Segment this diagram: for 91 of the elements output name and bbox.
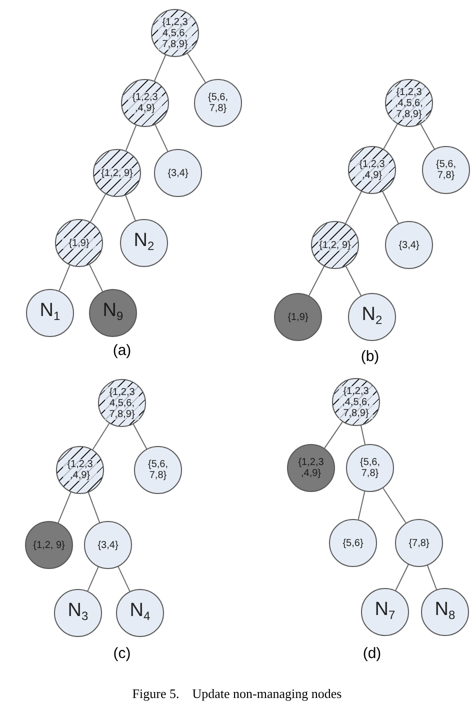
tree-node: [361, 588, 409, 636]
node-label: {3,4}: [96, 540, 120, 550]
panel-label: (d): [362, 645, 382, 662]
connector-line: [358, 490, 366, 520]
node-label: {7,8}: [408, 538, 430, 548]
connector-line: [125, 124, 137, 152]
connector-line: [187, 52, 206, 84]
node-label: N$_{9}$: [102, 300, 124, 324]
tree-node: [348, 293, 396, 341]
hatched-tree-node: [311, 221, 359, 269]
connector-line: [345, 266, 362, 296]
figure-caption: Figure 5. Update non-managing nodes: [132, 686, 342, 702]
node-label: {3,4}: [398, 240, 420, 250]
connector-line: [125, 194, 136, 222]
connector-line: [58, 264, 70, 292]
panel-label: (b): [360, 348, 380, 365]
tree-node: [116, 589, 164, 637]
tree-node: [385, 221, 433, 269]
node-label: {1,2,3 ,4,5,6, 7,8,9}: [392, 86, 426, 120]
node-label: {5,6, 7,8}: [206, 92, 230, 114]
connector-line: [360, 424, 366, 446]
node-label: {1,2, 9}: [318, 240, 352, 250]
hatched-tree-node: [98, 379, 146, 427]
hatched-tree-node: [385, 79, 433, 127]
connector-line: [154, 54, 166, 82]
node-label: {3,4}: [166, 168, 190, 178]
node-label: {1,2,3 4,5,6, 7,8,9}: [158, 16, 192, 50]
hatched-tree-node: [348, 146, 396, 194]
tree-node: [395, 519, 443, 567]
node-label: N$_{2}$: [134, 230, 154, 254]
tree-node: [274, 293, 322, 341]
node-label: {5,6, 7,8}: [146, 459, 170, 481]
connector-line: [383, 124, 398, 150]
connector-line: [88, 492, 100, 524]
tree-node: [84, 521, 132, 569]
node-label: {1,2,3 4,5,6, 7,8,9}: [105, 386, 139, 420]
node-label: {1,2,3 ,4,5,6, 7,8,9}: [339, 386, 373, 418]
tree-node: [422, 146, 470, 194]
tree-node: [346, 444, 394, 492]
tree-node: [26, 289, 74, 337]
tree-node: [287, 444, 335, 492]
hatched-tree-node: [151, 9, 199, 57]
connector-line: [382, 191, 399, 224]
node-label: {1,9}: [62, 238, 96, 248]
hatched-tree-node: [55, 219, 103, 267]
node-label: {1,2,3 ,4,9}: [63, 459, 97, 481]
panel-label: (a): [112, 342, 132, 359]
node-label: N$_{2}$: [362, 304, 382, 328]
node-label: N$_{4}$: [130, 600, 150, 624]
node-label: {1,2, 9}: [32, 540, 66, 550]
connector-line: [132, 424, 148, 450]
connector-line: [395, 564, 409, 591]
tree-node: [54, 589, 102, 637]
node-label: {1,2,3 ,4,9}: [297, 457, 325, 479]
hatched-tree-node: [56, 446, 104, 494]
connector-line: [92, 422, 110, 450]
connector-line: [426, 564, 438, 590]
connector-line: [420, 124, 435, 150]
node-label: N$_{3}$: [68, 600, 88, 624]
panel-label: (c): [113, 645, 131, 662]
connector-line: [324, 421, 343, 449]
hatched-tree-node: [93, 149, 141, 197]
connector-line: [308, 266, 325, 296]
tree-node: [421, 588, 469, 636]
hatched-tree-node: [332, 378, 380, 426]
connector-line: [90, 194, 106, 222]
node-label: {5,6}: [342, 538, 364, 548]
tree-node: [25, 521, 73, 569]
hatched-tree-node: [121, 79, 169, 127]
connector-line: [118, 566, 130, 592]
node-label: {1,2,3 ,4,9}: [128, 92, 162, 114]
node-label: {1,2, 9}: [100, 168, 134, 178]
connector-line: [88, 264, 104, 292]
tree-node: [89, 289, 137, 337]
connector-line: [58, 492, 72, 524]
connector-line: [345, 191, 362, 224]
node-label: {1,9}: [286, 312, 310, 322]
node-label: {1,2,3 ,4,9}: [355, 159, 389, 181]
tree-node: [194, 79, 242, 127]
node-label: N$_{7}$: [374, 600, 396, 624]
node-label: {5,6, 7,8}: [434, 159, 458, 181]
node-label: N$_{8}$: [434, 600, 456, 624]
connector-line: [154, 124, 168, 152]
tree-node: [329, 519, 377, 567]
connector-line: [382, 488, 406, 524]
connector-line: [87, 566, 99, 592]
tree-node: [134, 446, 182, 494]
node-label: {5,6, 7,8}: [358, 457, 382, 479]
tree-node: [120, 219, 168, 267]
tree-node: [154, 149, 202, 197]
node-label: N$_{1}$: [40, 300, 60, 324]
